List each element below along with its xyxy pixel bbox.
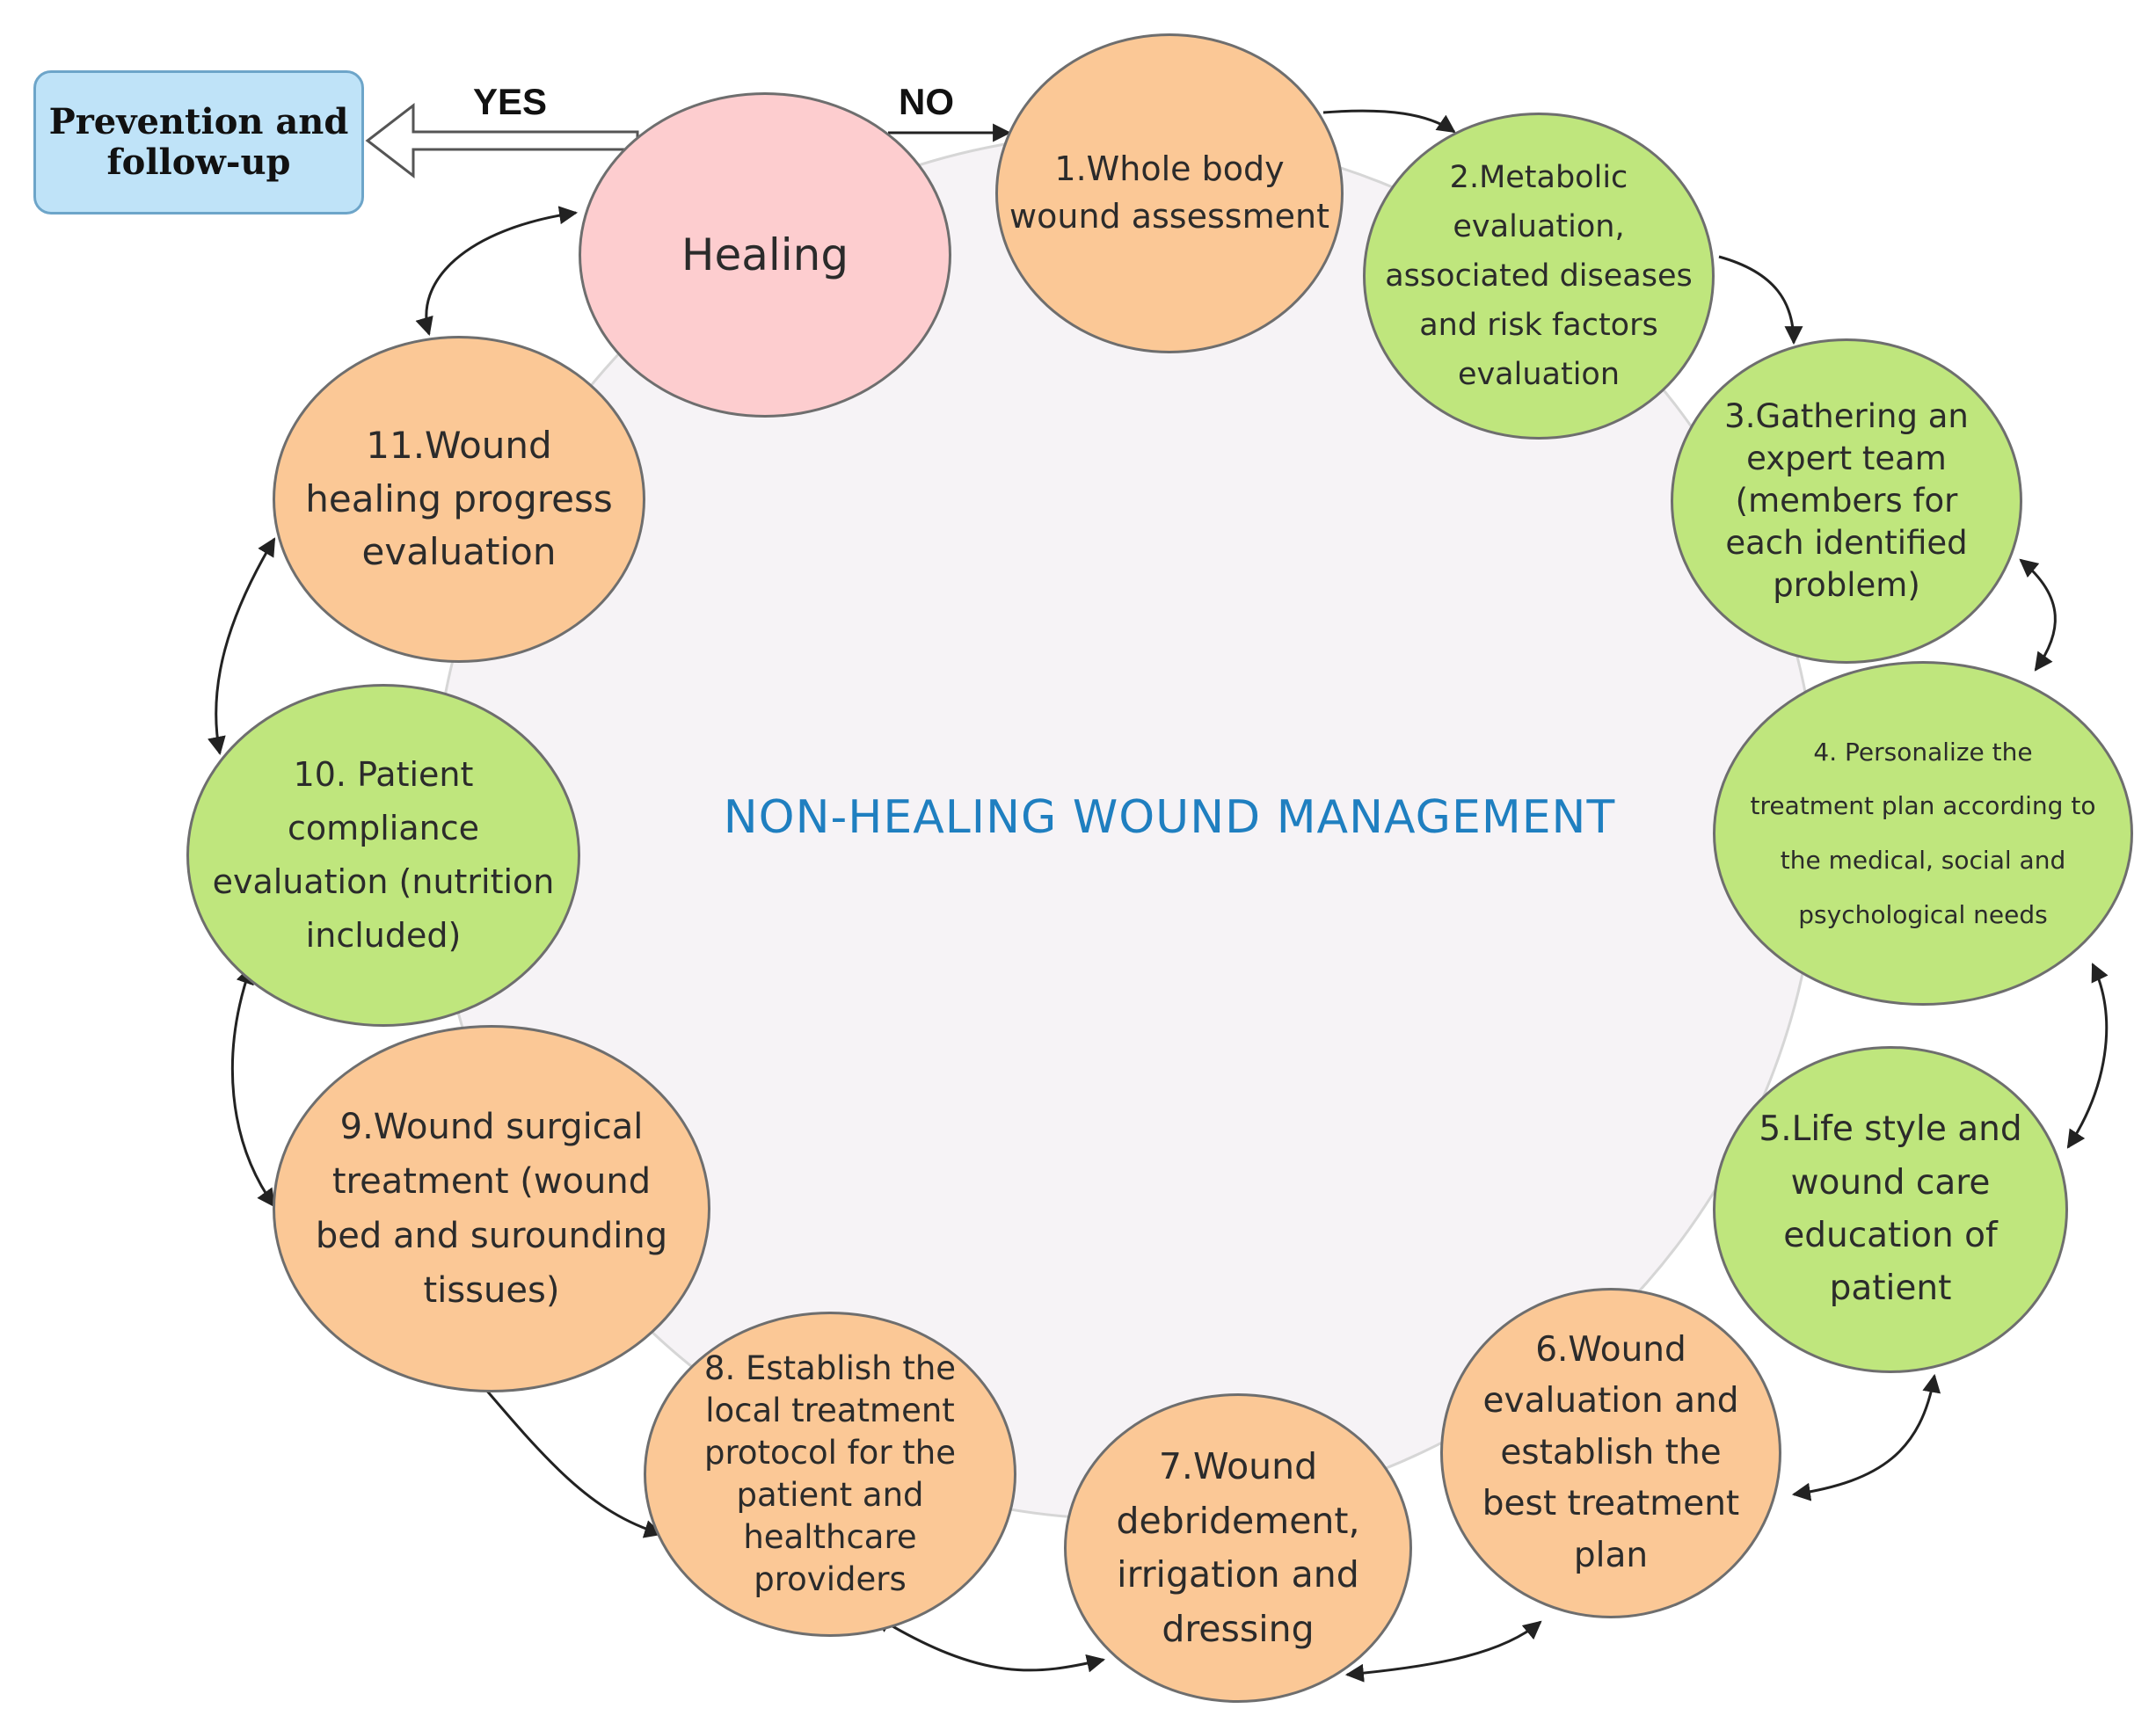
step-5-label: 5.Life style and wound care education of… [1759,1109,2022,1309]
step-11-node: 11.Wound healing progress evaluation [273,336,645,663]
yes-arrow [365,102,639,179]
arrow-3-to-4 [2019,558,2057,672]
step-6-node: 6.Wound evaluation and establish the bes… [1440,1288,1781,1618]
arrow-2-to-3 [1718,255,1803,345]
arrow-1-to-2 [1322,109,1456,134]
arrow-8-to-9 [469,1370,664,1538]
step-7-label: 7.Wound debridement, irrigation and dres… [1116,1445,1360,1650]
step-6-label: 6.Wound evaluation and establish the bes… [1482,1329,1740,1575]
step-4-node: 4. Personalize the treatment plan accord… [1713,661,2133,1006]
step-2-node: 2.Metabolic evaluation, associated disea… [1363,113,1715,440]
step-3-label: 3.Gathering an expert team (members for … [1724,396,1969,605]
step-8-node: 8. Establish the local treatment protoco… [644,1312,1016,1637]
healing-label: Healing [681,229,849,280]
prevention-followup-box: Prevention and follow-up [33,70,364,214]
step-5-node: 5.Life style and wound care education of… [1713,1046,2068,1373]
arrow-5-to-6 [1791,1373,1941,1501]
arrow-7-to-8 [873,1614,1106,1673]
step-11-label: 11.Wound healing progress evaluation [305,423,613,574]
step-10-label: 10. Patient compliance evaluation (nutri… [212,755,555,955]
step-7-node: 7.Wound debridement, irrigation and dres… [1064,1393,1412,1703]
healing-node: Healing [579,92,951,418]
step-1-node: 1.Whole body wound assessment [995,33,1344,353]
step-3-node: 3.Gathering an expert team (members for … [1671,338,2022,664]
arrow-6-to-7 [1344,1620,1542,1683]
yes-label: YES [473,81,548,122]
no-label: NO [899,81,954,122]
step-2-label: 2.Metabolic evaluation, associated disea… [1385,160,1693,392]
step-10-node: 10. Patient compliance evaluation (nutri… [186,684,580,1027]
prevention-followup-label: Prevention and follow-up [48,101,349,183]
step-9-label: 9.Wound surgical treatment (wound bed an… [315,1107,668,1311]
arrow-9-to-10 [230,965,276,1208]
step-8-label: 8. Establish the local treatment protoco… [703,1349,957,1599]
step-9-node: 9.Wound surgical treatment (wound bed an… [273,1025,710,1392]
step-1-label: 1.Whole body wound assessment [1009,149,1329,236]
diagram-title: NON-HEALING WOUND MANAGEMENT [723,791,1616,844]
step-4-label: 4. Personalize the treatment plan accord… [1750,737,2096,929]
arrow-10-to-11 [208,537,276,756]
arrow-4-to-5 [2066,963,2109,1149]
arrow-11-to-healing [415,206,579,337]
